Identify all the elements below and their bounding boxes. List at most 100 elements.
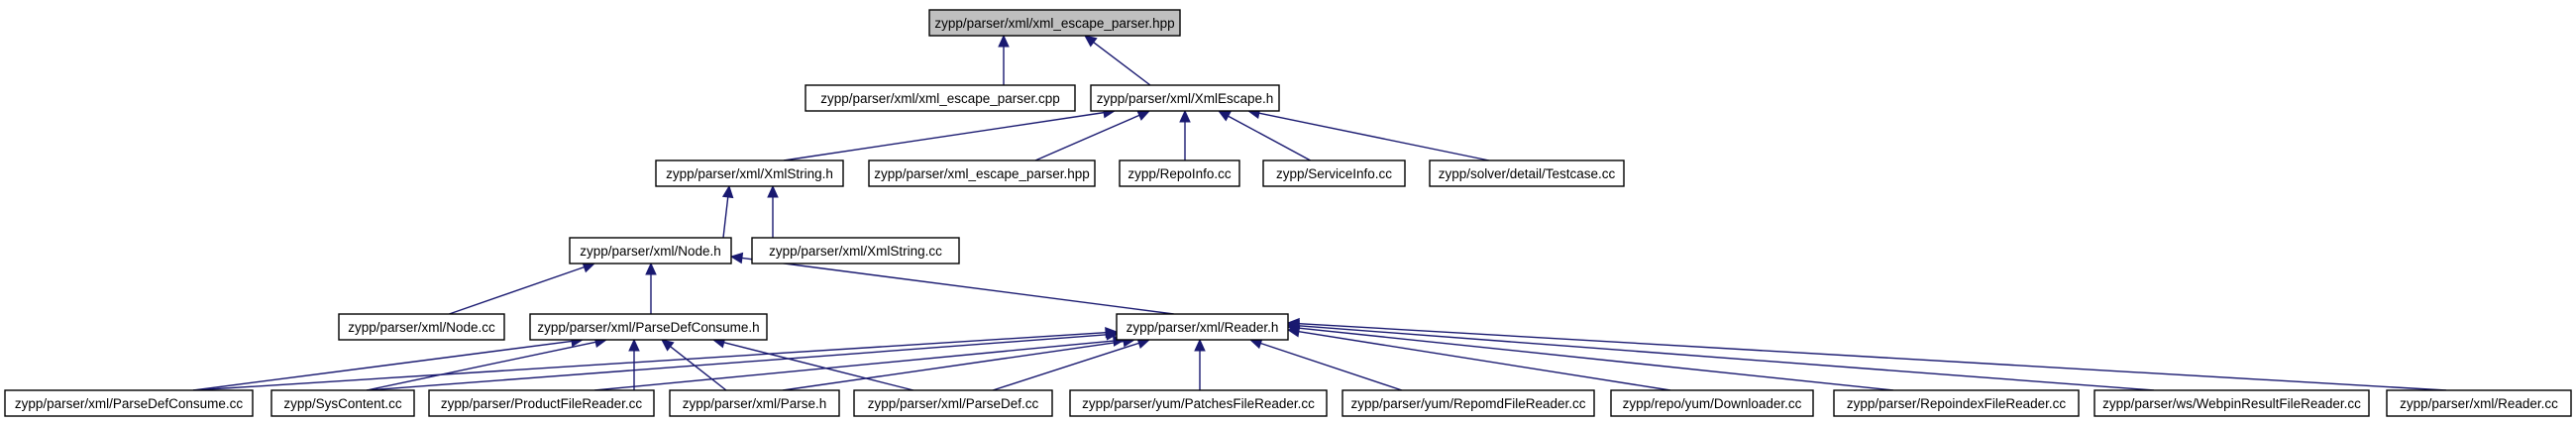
node-label: zypp/solver/detail/Testcase.cc: [1439, 166, 1616, 181]
node-label: zypp/parser/xml/xml_escape_parser.hpp: [934, 16, 1174, 31]
edge-line: [1228, 115, 1311, 161]
node-box: [4, 389, 254, 417]
arrowhead-icon: [1217, 110, 1232, 122]
graph-node[interactable]: zypp/parser/yum/RepomdFileReader.cc: [1342, 389, 1595, 417]
node-label: zypp/repo/yum/Downloader.cc: [1623, 396, 1802, 411]
edge-line: [449, 265, 585, 315]
edges-layer: [192, 34, 2447, 391]
node-label: zypp/SysContent.cc: [283, 396, 402, 411]
graph-node[interactable]: zypp/parser/xml/Node.cc: [338, 313, 505, 341]
edge-line: [723, 342, 914, 391]
edge-n12-to-n8: [729, 252, 1174, 315]
node-label: zypp/parser/xml/ParseDefConsume.cc: [15, 396, 244, 411]
node-box: [428, 389, 655, 417]
graph-node[interactable]: zypp/parser/ws/WebpinResultFileReader.cc: [2093, 389, 2370, 417]
edge-line: [1298, 322, 2447, 391]
node-box: [669, 389, 840, 417]
arrowhead-icon: [1286, 317, 1300, 330]
edge-line: [192, 331, 1107, 391]
node-label: zypp/parser/xml/XmlEscape.h: [1097, 91, 1274, 106]
graph-node[interactable]: zypp/SysContent.cc: [270, 389, 415, 417]
graph-node[interactable]: zypp/ServiceInfo.cc: [1262, 159, 1406, 187]
edge-n5-to-n2: [1179, 109, 1191, 160]
edge-line: [1093, 42, 1151, 86]
node-box: [928, 9, 1181, 37]
edge-n20-to-n12: [1286, 326, 1671, 391]
node-box: [1090, 84, 1280, 112]
edge-line: [593, 340, 1115, 391]
node-label: zypp/parser/ws/WebpinResultFileReader.cc: [2102, 396, 2361, 411]
graph-node[interactable]: zypp/parser/xml/XmlEscape.h: [1090, 84, 1280, 112]
graph-node[interactable]: zypp/parser/xml/xml_escape_parser.cpp: [805, 84, 1076, 112]
graph-node[interactable]: zypp/repo/yum/Downloader.cc: [1610, 389, 1814, 417]
graph-node[interactable]: zypp/RepoInfo.cc: [1119, 159, 1240, 187]
arrowhead-icon: [998, 34, 1010, 48]
node-box: [805, 84, 1076, 112]
node-label: zypp/RepoInfo.cc: [1127, 166, 1232, 181]
node-label: zypp/parser/xml/Node.cc: [348, 320, 495, 335]
graph-node[interactable]: zypp/parser/xml/ParseDef.cc: [853, 389, 1053, 417]
edge-n21-to-n12: [1286, 322, 1894, 391]
edge-line: [722, 196, 729, 239]
node-box: [1262, 159, 1406, 187]
graph-node[interactable]: zypp/parser/ProductFileReader.cc: [428, 389, 655, 417]
node-box: [751, 237, 960, 264]
edge-n19-to-n12: [1248, 338, 1403, 391]
node-label: zypp/parser/xml_escape_parser.hpp: [874, 166, 1090, 181]
node-label: zypp/parser/ProductFileReader.cc: [441, 396, 643, 411]
graph-node[interactable]: zypp/parser/xml/XmlString.cc: [751, 237, 960, 264]
edge-line: [1298, 325, 2155, 391]
node-box: [2093, 389, 2370, 417]
edge-n1-to-n0: [998, 34, 1010, 85]
graph-node[interactable]: zypp/parser/xml/Node.h: [569, 237, 732, 264]
arrowhead-icon: [1179, 109, 1191, 123]
node-box: [1342, 389, 1595, 417]
node-label: zypp/parser/xml/XmlString.cc: [769, 244, 942, 259]
graph-node-root[interactable]: zypp/parser/xml/xml_escape_parser.hpp: [928, 9, 1181, 37]
arrowhead-icon: [645, 262, 657, 275]
edge-n17-to-n11: [711, 337, 914, 391]
node-box: [1610, 389, 1814, 417]
edge-n6-to-n2: [1217, 110, 1311, 161]
edge-n15-to-n11: [628, 338, 640, 390]
edge-n15-to-n12: [593, 335, 1127, 391]
edge-n9-to-n3: [767, 184, 779, 238]
graph-node[interactable]: zypp/parser/xml/Parse.h: [669, 389, 840, 417]
node-label: zypp/parser/yum/PatchesFileReader.cc: [1082, 396, 1315, 411]
edge-line: [1298, 331, 1671, 391]
edge-n2-to-n0: [1084, 35, 1151, 86]
edge-line: [366, 334, 1108, 391]
graph-node[interactable]: zypp/parser/yum/PatchesFileReader.cc: [1069, 389, 1328, 417]
node-box: [1833, 389, 2080, 417]
graph-node[interactable]: zypp/parser/xml_escape_parser.hpp: [868, 159, 1096, 187]
node-box: [1429, 159, 1625, 187]
graph-node[interactable]: zypp/parser/xml/XmlString.h: [655, 159, 844, 187]
graph-node[interactable]: zypp/parser/xml/Reader.h: [1116, 313, 1289, 341]
edge-line: [192, 340, 573, 391]
graph-node[interactable]: zypp/solver/detail/Testcase.cc: [1429, 159, 1625, 187]
edge-line: [366, 341, 596, 391]
nodes-layer: zypp/parser/xml/xml_escape_parser.hppzyp…: [4, 9, 2572, 417]
edge-n11-to-n8: [645, 262, 657, 314]
edge-line: [1298, 327, 1894, 391]
node-box: [1116, 313, 1289, 341]
edge-line: [783, 111, 1105, 161]
node-box: [270, 389, 415, 417]
edge-n10-to-n8: [449, 262, 596, 315]
node-label: zypp/parser/xml/Reader.h: [1127, 320, 1279, 335]
arrowhead-icon: [767, 184, 779, 198]
node-box: [1069, 389, 1328, 417]
edge-n3-to-n2: [783, 106, 1117, 161]
edge-line: [1034, 114, 1140, 161]
graph-node[interactable]: zypp/parser/xml/ParseDefConsume.h: [529, 313, 768, 341]
edge-n14-to-n12: [366, 329, 1120, 391]
edge-line: [670, 346, 727, 391]
graph-node[interactable]: zypp/parser/xml/ParseDefConsume.cc: [4, 389, 254, 417]
node-label: zypp/parser/xml/xml_escape_parser.cpp: [820, 91, 1060, 106]
node-label: zypp/parser/xml/ParseDefConsume.h: [537, 320, 759, 335]
node-box: [868, 159, 1096, 187]
edge-line: [1258, 112, 1490, 161]
graph-node[interactable]: zypp/parser/xml/Reader.cc: [2386, 389, 2572, 417]
graph-node[interactable]: zypp/parser/RepoindexFileReader.cc: [1833, 389, 2080, 417]
